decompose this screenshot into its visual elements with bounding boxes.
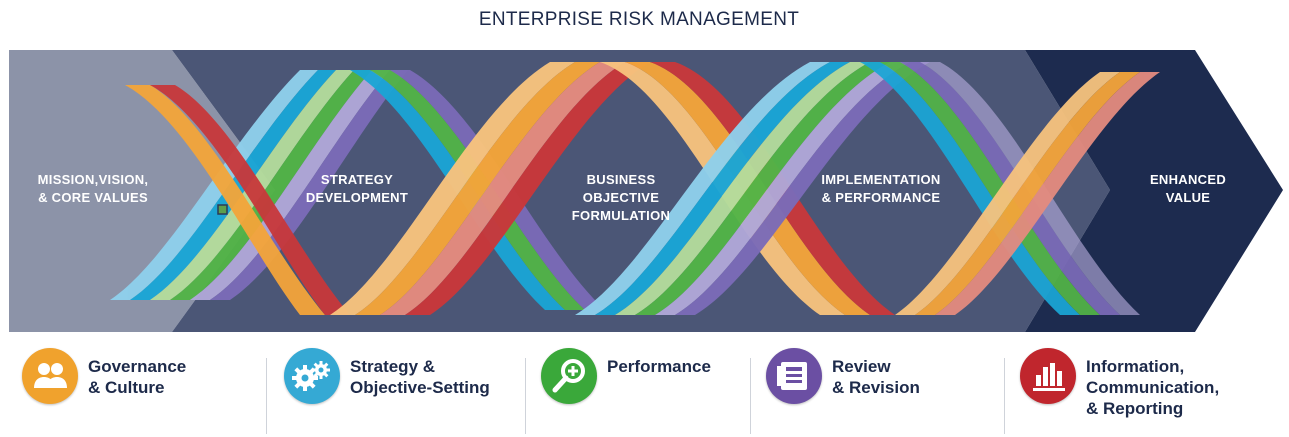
divider-2 xyxy=(525,358,526,434)
bar-chart-icon xyxy=(1020,348,1076,404)
component-performance: Performance xyxy=(541,348,741,428)
magnifier-icon xyxy=(541,348,597,404)
component-strategy: Strategy & Objective-Setting xyxy=(284,348,514,428)
divider-1 xyxy=(266,358,267,434)
ribbon-group-1 xyxy=(110,70,408,300)
divider-3 xyxy=(750,358,751,434)
component-information: Information, Communication, & Reporting xyxy=(1020,348,1270,428)
marker-square xyxy=(217,204,228,215)
erm-banner xyxy=(9,50,1283,332)
component-review: Review & Revision xyxy=(766,348,986,428)
ribbon-group-7 xyxy=(895,72,1160,315)
stage-label-business: BUSINESS OBJECTIVE FORMULATION xyxy=(571,172,671,223)
ribbon-group-5 xyxy=(575,62,930,315)
component-label-performance: Performance xyxy=(607,357,711,376)
component-label-review: Review & Revision xyxy=(832,357,920,397)
document-icon xyxy=(766,348,822,404)
gears-icon xyxy=(284,348,340,404)
diagram-title: ENTERPRISE RISK MANAGEMENT xyxy=(478,9,800,30)
stage-label-strategy: STRATEGY DEVELOPMENT xyxy=(305,172,409,205)
component-label-information: Information, Communication, & Reporting xyxy=(1086,357,1220,418)
component-label-strategy: Strategy & Objective-Setting xyxy=(350,357,490,397)
stage-label-implementation: IMPLEMENTATION & PERFORMANCE xyxy=(821,172,941,205)
stage-label-enhanced: ENHANCED VALUE xyxy=(1149,172,1227,205)
stage-label-mission: MISSION,VISION, & CORE VALUES xyxy=(37,172,149,205)
component-governance: Governance & Culture xyxy=(22,348,242,428)
people-icon xyxy=(22,348,78,404)
ribbon-group-0 xyxy=(125,85,350,315)
ribbon-group-3 xyxy=(330,62,650,315)
component-label-governance: Governance & Culture xyxy=(88,357,187,397)
divider-4 xyxy=(1004,358,1005,434)
